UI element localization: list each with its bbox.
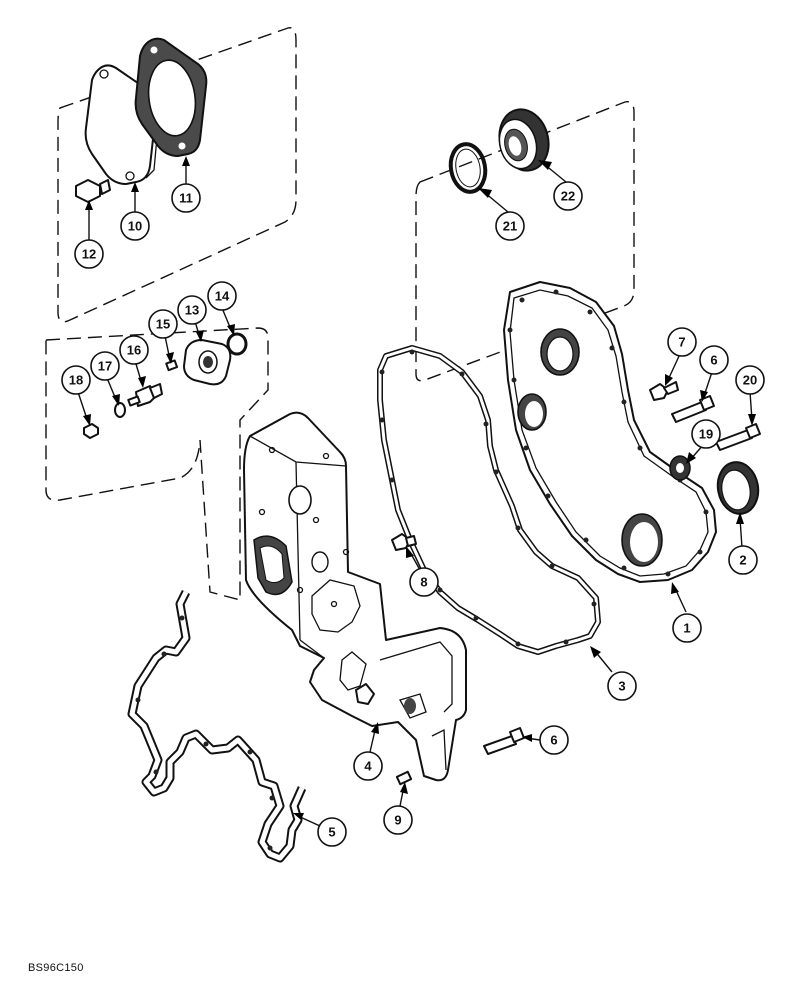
part-2-oil-seal	[716, 461, 760, 515]
part-17-washer	[114, 402, 126, 418]
callout-5: 5	[317, 817, 347, 847]
part-16-sensor	[127, 383, 163, 407]
callout-12: 12	[74, 239, 104, 269]
svg-text:21: 21	[503, 219, 517, 234]
part-22-oil-seal	[498, 108, 550, 172]
svg-text:10: 10	[128, 219, 142, 234]
part-18-plug	[83, 423, 99, 439]
callout-22: 22	[553, 181, 583, 211]
part-7-bolt	[649, 381, 679, 401]
callout-11: 11	[171, 183, 201, 213]
svg-text:2: 2	[739, 553, 746, 568]
svg-text:13: 13	[185, 303, 199, 318]
leader-lines	[77, 156, 756, 827]
part-12-bolt	[75, 179, 111, 203]
svg-text:6: 6	[550, 733, 557, 748]
svg-text:9: 9	[394, 813, 401, 828]
part-6-bolt-upper	[671, 395, 715, 423]
callout-14: 14	[207, 281, 237, 311]
callout-8: 8	[409, 567, 439, 597]
svg-text:6: 6	[710, 353, 717, 368]
figure-code: BS96C150	[28, 962, 84, 974]
part-5-gasket	[127, 589, 307, 863]
part-15-plug	[165, 359, 179, 372]
part-4-gear-housing	[243, 411, 467, 782]
callout-6-upper: 6	[699, 345, 729, 375]
callout-4: 4	[353, 751, 383, 781]
svg-text:7: 7	[678, 335, 685, 350]
part-6-bolt-lower	[483, 727, 525, 755]
svg-text:20: 20	[743, 373, 757, 388]
svg-text:11: 11	[179, 191, 193, 206]
callout-15: 15	[148, 309, 178, 339]
svg-text:18: 18	[69, 373, 83, 388]
callout-10: 10	[120, 211, 150, 241]
part-9-dowel	[395, 770, 413, 786]
callout-18: 18	[61, 365, 91, 395]
callout-9: 9	[383, 805, 413, 835]
callout-3: 3	[607, 671, 637, 701]
svg-text:1: 1	[683, 621, 690, 636]
callout-6-lower: 6	[539, 725, 569, 755]
svg-text:16: 16	[127, 343, 141, 358]
part-8-bolt	[391, 533, 417, 551]
svg-text:15: 15	[156, 317, 170, 332]
part-1-front-cover	[503, 281, 717, 583]
dashed-group-outlines	[45, 27, 635, 601]
part-20-bolt	[715, 423, 761, 451]
callout-16: 16	[119, 335, 149, 365]
svg-text:17: 17	[98, 359, 112, 374]
callout-19: 19	[691, 419, 721, 449]
part-13-housing	[183, 339, 232, 386]
part-19-washer	[669, 455, 691, 481]
part-3-gasket	[377, 345, 601, 655]
svg-text:22: 22	[561, 189, 575, 204]
svg-text:5: 5	[328, 825, 335, 840]
callout-20: 20	[735, 365, 765, 395]
part-21-seal-ring	[448, 142, 488, 194]
svg-text:19: 19	[699, 427, 713, 442]
svg-text:8: 8	[420, 575, 427, 590]
callout-1: 1	[672, 613, 702, 643]
part-11-gasket	[134, 37, 208, 158]
callout-17: 17	[90, 351, 120, 381]
callout-21: 21	[495, 211, 525, 241]
svg-text:4: 4	[364, 759, 372, 774]
callout-2: 2	[728, 545, 758, 575]
part-14-o-ring	[226, 332, 248, 356]
svg-text:3: 3	[618, 679, 625, 694]
callout-13: 13	[177, 295, 207, 325]
callout-7: 7	[667, 327, 697, 357]
svg-text:14: 14	[215, 289, 230, 304]
svg-text:12: 12	[82, 247, 96, 262]
